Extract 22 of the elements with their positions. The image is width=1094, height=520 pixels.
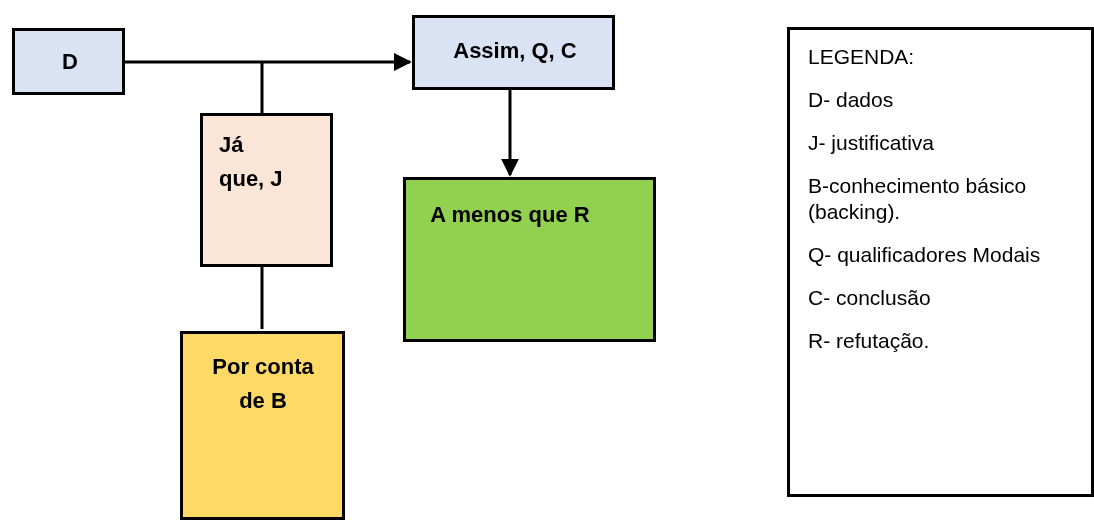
arrow [501,90,519,177]
box-label: A menos que R [429,201,591,229]
legend-entry: J- justificativa [808,130,936,156]
legend-entry: B-conhecimento básico (backing). [808,173,1028,225]
box-label: Já que, J [219,131,284,193]
text-box [403,177,656,342]
legend-entry: D- dados [808,87,895,113]
connector-line [260,267,264,329]
text-box [180,331,345,520]
arrow [125,53,412,71]
box-label: Assim, Q, C [452,37,578,65]
legend-entry: C- conclusão [808,285,932,311]
legend-entry: Q- qualificadores Modais [808,242,1042,268]
connector-line [260,63,264,113]
legend-box [787,27,1094,497]
legend-entry: R- refutação. [808,328,931,354]
text-box [412,15,615,90]
box-label: D [61,48,79,76]
box-label: Por conta de B [211,353,315,415]
legend-heading: LEGENDA: [808,44,916,70]
text-box [200,113,333,267]
text-box [12,28,125,95]
